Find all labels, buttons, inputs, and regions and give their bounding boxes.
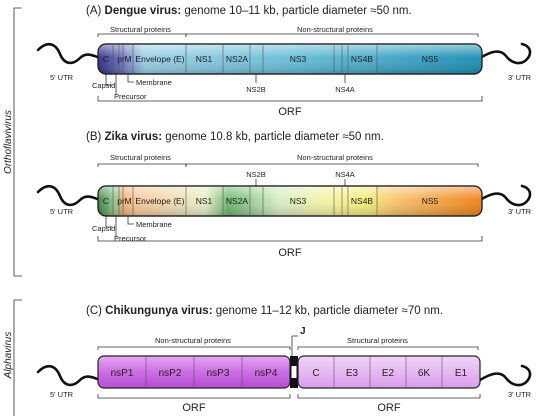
seg-ns4b: NS4B <box>351 54 374 64</box>
seg-nsp2: nsP2 <box>159 368 182 379</box>
panel-b-title: (B) Zika virus: genome 10.8 kb, particle… <box>86 131 384 143</box>
precursor-label: Precursor <box>114 92 147 101</box>
utr3-wave <box>478 364 532 387</box>
nonstructural-label: Non-structural proteins <box>297 25 373 34</box>
seg-envelope: Envelope (E) <box>135 196 184 206</box>
capsid-label: Capsid <box>92 224 115 233</box>
capsid-label: Capsid <box>92 81 115 90</box>
structural-label: Structural proteins <box>110 153 171 162</box>
orf-label: ORF <box>278 247 302 259</box>
seg-envelope: Envelope (E) <box>135 54 184 64</box>
precursor-label: Precursor <box>114 234 147 243</box>
chik-structural-bar <box>297 355 481 389</box>
panel-dengue: (A) Dengue virus: genome 10–11 kb, parti… <box>36 5 532 118</box>
seg-ns2a: NS2A <box>226 54 249 64</box>
side-label-alpha: Alphavirus <box>3 332 14 380</box>
seg-c: C <box>103 196 109 206</box>
utr5-wave <box>36 364 102 387</box>
ns4a-label: NS4A <box>335 85 355 94</box>
seg-pr: pr <box>117 196 125 206</box>
nonstructural-label: Non-structural proteins <box>297 153 373 162</box>
utr3-wave <box>478 184 532 207</box>
seg-m: M <box>124 54 131 64</box>
utr5-label: 5' UTR <box>50 390 74 399</box>
orf1-label: ORF <box>182 402 206 414</box>
structural-label: Structural proteins <box>110 25 171 34</box>
utr5-wave <box>36 42 102 65</box>
seg-nsp1: nsP1 <box>111 368 134 379</box>
panel-chikungunya: (C) Chikungunya virus: genome 11–12 kb, … <box>36 305 532 414</box>
utr3-label: 3' UTR <box>508 390 532 399</box>
utr3-wave <box>478 42 532 65</box>
panel-a-title: (A) Dengue virus: genome 10–11 kb, parti… <box>86 5 412 17</box>
nonstructural-label: Non-structural proteins <box>155 336 231 345</box>
seg-e3: E3 <box>346 368 359 379</box>
seg-ns3: NS3 <box>290 196 307 206</box>
seg-ns5: NS5 <box>422 54 439 64</box>
seg-ns3: NS3 <box>290 54 307 64</box>
seg-e1: E1 <box>455 368 468 379</box>
seg-m: M <box>124 196 131 206</box>
seg-nsp3: nsP3 <box>207 368 230 379</box>
seg-ns1: NS1 <box>196 54 213 64</box>
panel-zika: (B) Zika virus: genome 10.8 kb, particle… <box>36 131 532 259</box>
junction-label: J <box>300 326 306 337</box>
side-label-flavi: Orthoflavivirus <box>3 110 14 174</box>
flavivirus-bracket: Orthoflavivirus <box>3 7 22 277</box>
orf-label: ORF <box>278 106 302 118</box>
seg-pr: pr <box>117 54 125 64</box>
seg-ns5: NS5 <box>422 196 439 206</box>
seg-c: C <box>312 368 319 379</box>
utr5-label: 5' UTR <box>50 207 74 216</box>
membrane-label: Membrane <box>136 78 172 87</box>
panel-c-title: (C) Chikungunya virus: genome 11–12 kb, … <box>86 305 443 317</box>
membrane-label: Membrane <box>136 220 172 229</box>
ns2b-label: NS2B <box>246 85 266 94</box>
seg-e2: E2 <box>382 368 395 379</box>
seg-ns4b: NS4B <box>351 196 374 206</box>
seg-ns2a: NS2A <box>226 196 249 206</box>
seg-nsp4: nsP4 <box>255 368 278 379</box>
utr5-label: 5' UTR <box>50 73 74 82</box>
structural-label: Structural proteins <box>347 336 408 345</box>
ns2b-label: NS2B <box>246 170 266 179</box>
seg-6k: 6K <box>418 368 431 379</box>
utr3-label: 3' UTR <box>508 73 532 82</box>
ns4a-label: NS4A <box>335 170 355 179</box>
seg-ns1: NS1 <box>196 196 213 206</box>
orf2-label: ORF <box>377 402 401 414</box>
utr3-label: 3' UTR <box>508 207 532 216</box>
utr5-wave <box>36 184 102 207</box>
alphavirus-bracket: Alphavirus <box>3 299 22 416</box>
seg-c: C <box>103 54 109 64</box>
